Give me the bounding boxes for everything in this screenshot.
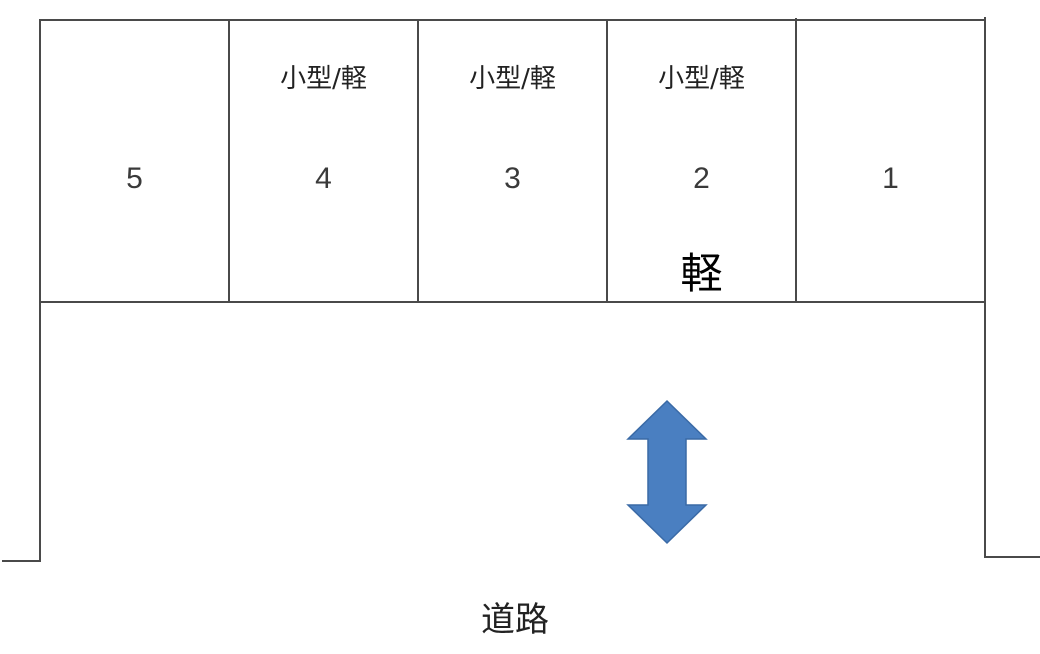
slot-row-bottom-line bbox=[40, 301, 986, 303]
parking-slot-2: 小型/軽 2 軽 bbox=[608, 20, 795, 302]
road-label: 道路 bbox=[481, 600, 549, 640]
slot-number: 5 bbox=[126, 162, 143, 195]
slot-number: 3 bbox=[504, 162, 521, 195]
slot-number: 1 bbox=[882, 162, 899, 195]
slot-divider bbox=[417, 20, 419, 302]
parking-slot-5: 5 bbox=[41, 20, 228, 302]
bottom-right-stub-line bbox=[984, 556, 1040, 558]
slot-type-label: 小型/軽 bbox=[469, 64, 556, 94]
slot-number: 4 bbox=[315, 162, 332, 195]
slot-divider bbox=[228, 20, 230, 302]
slot-divider bbox=[795, 18, 797, 301]
parking-slot-3: 小型/軽 3 bbox=[419, 20, 606, 302]
slot-number: 2 bbox=[693, 162, 710, 195]
bottom-left-stub-line bbox=[2, 560, 41, 562]
parking-slot-1: 1 bbox=[797, 20, 984, 302]
slot-divider bbox=[606, 19, 608, 302]
slot-type-label: 小型/軽 bbox=[280, 64, 367, 94]
parking-slot-4: 小型/軽 4 bbox=[230, 20, 417, 302]
left-boundary-line bbox=[39, 19, 41, 562]
slot-type-label: 小型/軽 bbox=[658, 64, 745, 94]
right-boundary-line bbox=[984, 17, 986, 558]
top-boundary-line bbox=[40, 19, 986, 21]
double-vertical-arrow-icon bbox=[626, 399, 708, 545]
slot-note: 軽 bbox=[680, 249, 723, 298]
